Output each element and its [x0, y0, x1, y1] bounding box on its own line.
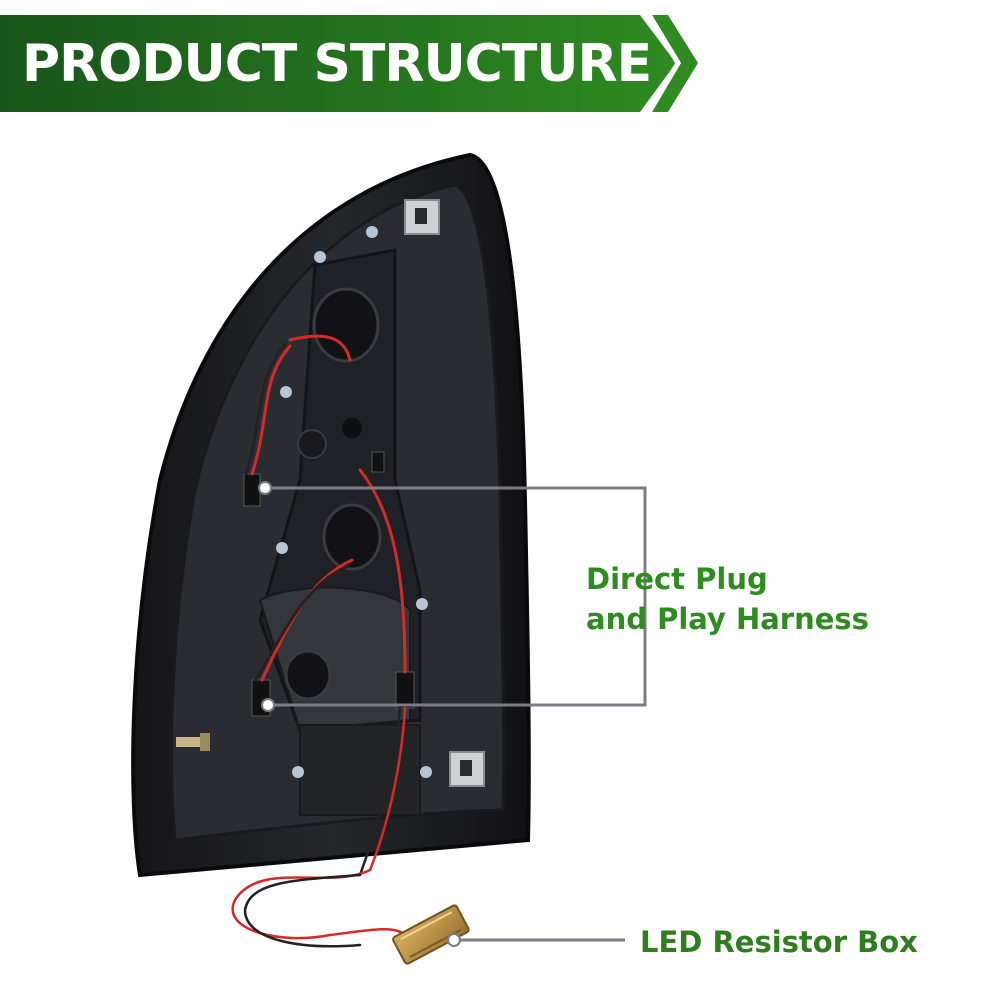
harness-callout: Direct Plug and Play Harness [586, 559, 869, 639]
harness-callout-line1: Direct Plug [586, 562, 768, 596]
page-title: PRODUCT STRUCTURE [22, 34, 652, 94]
header-banner: PRODUCT STRUCTURE [0, 15, 700, 112]
harness-callout-line2: and Play Harness [586, 602, 869, 636]
tail-light-illustration [131, 152, 531, 965]
resistor-callout: LED Resistor Box [640, 925, 918, 959]
banner-shape [0, 15, 698, 112]
